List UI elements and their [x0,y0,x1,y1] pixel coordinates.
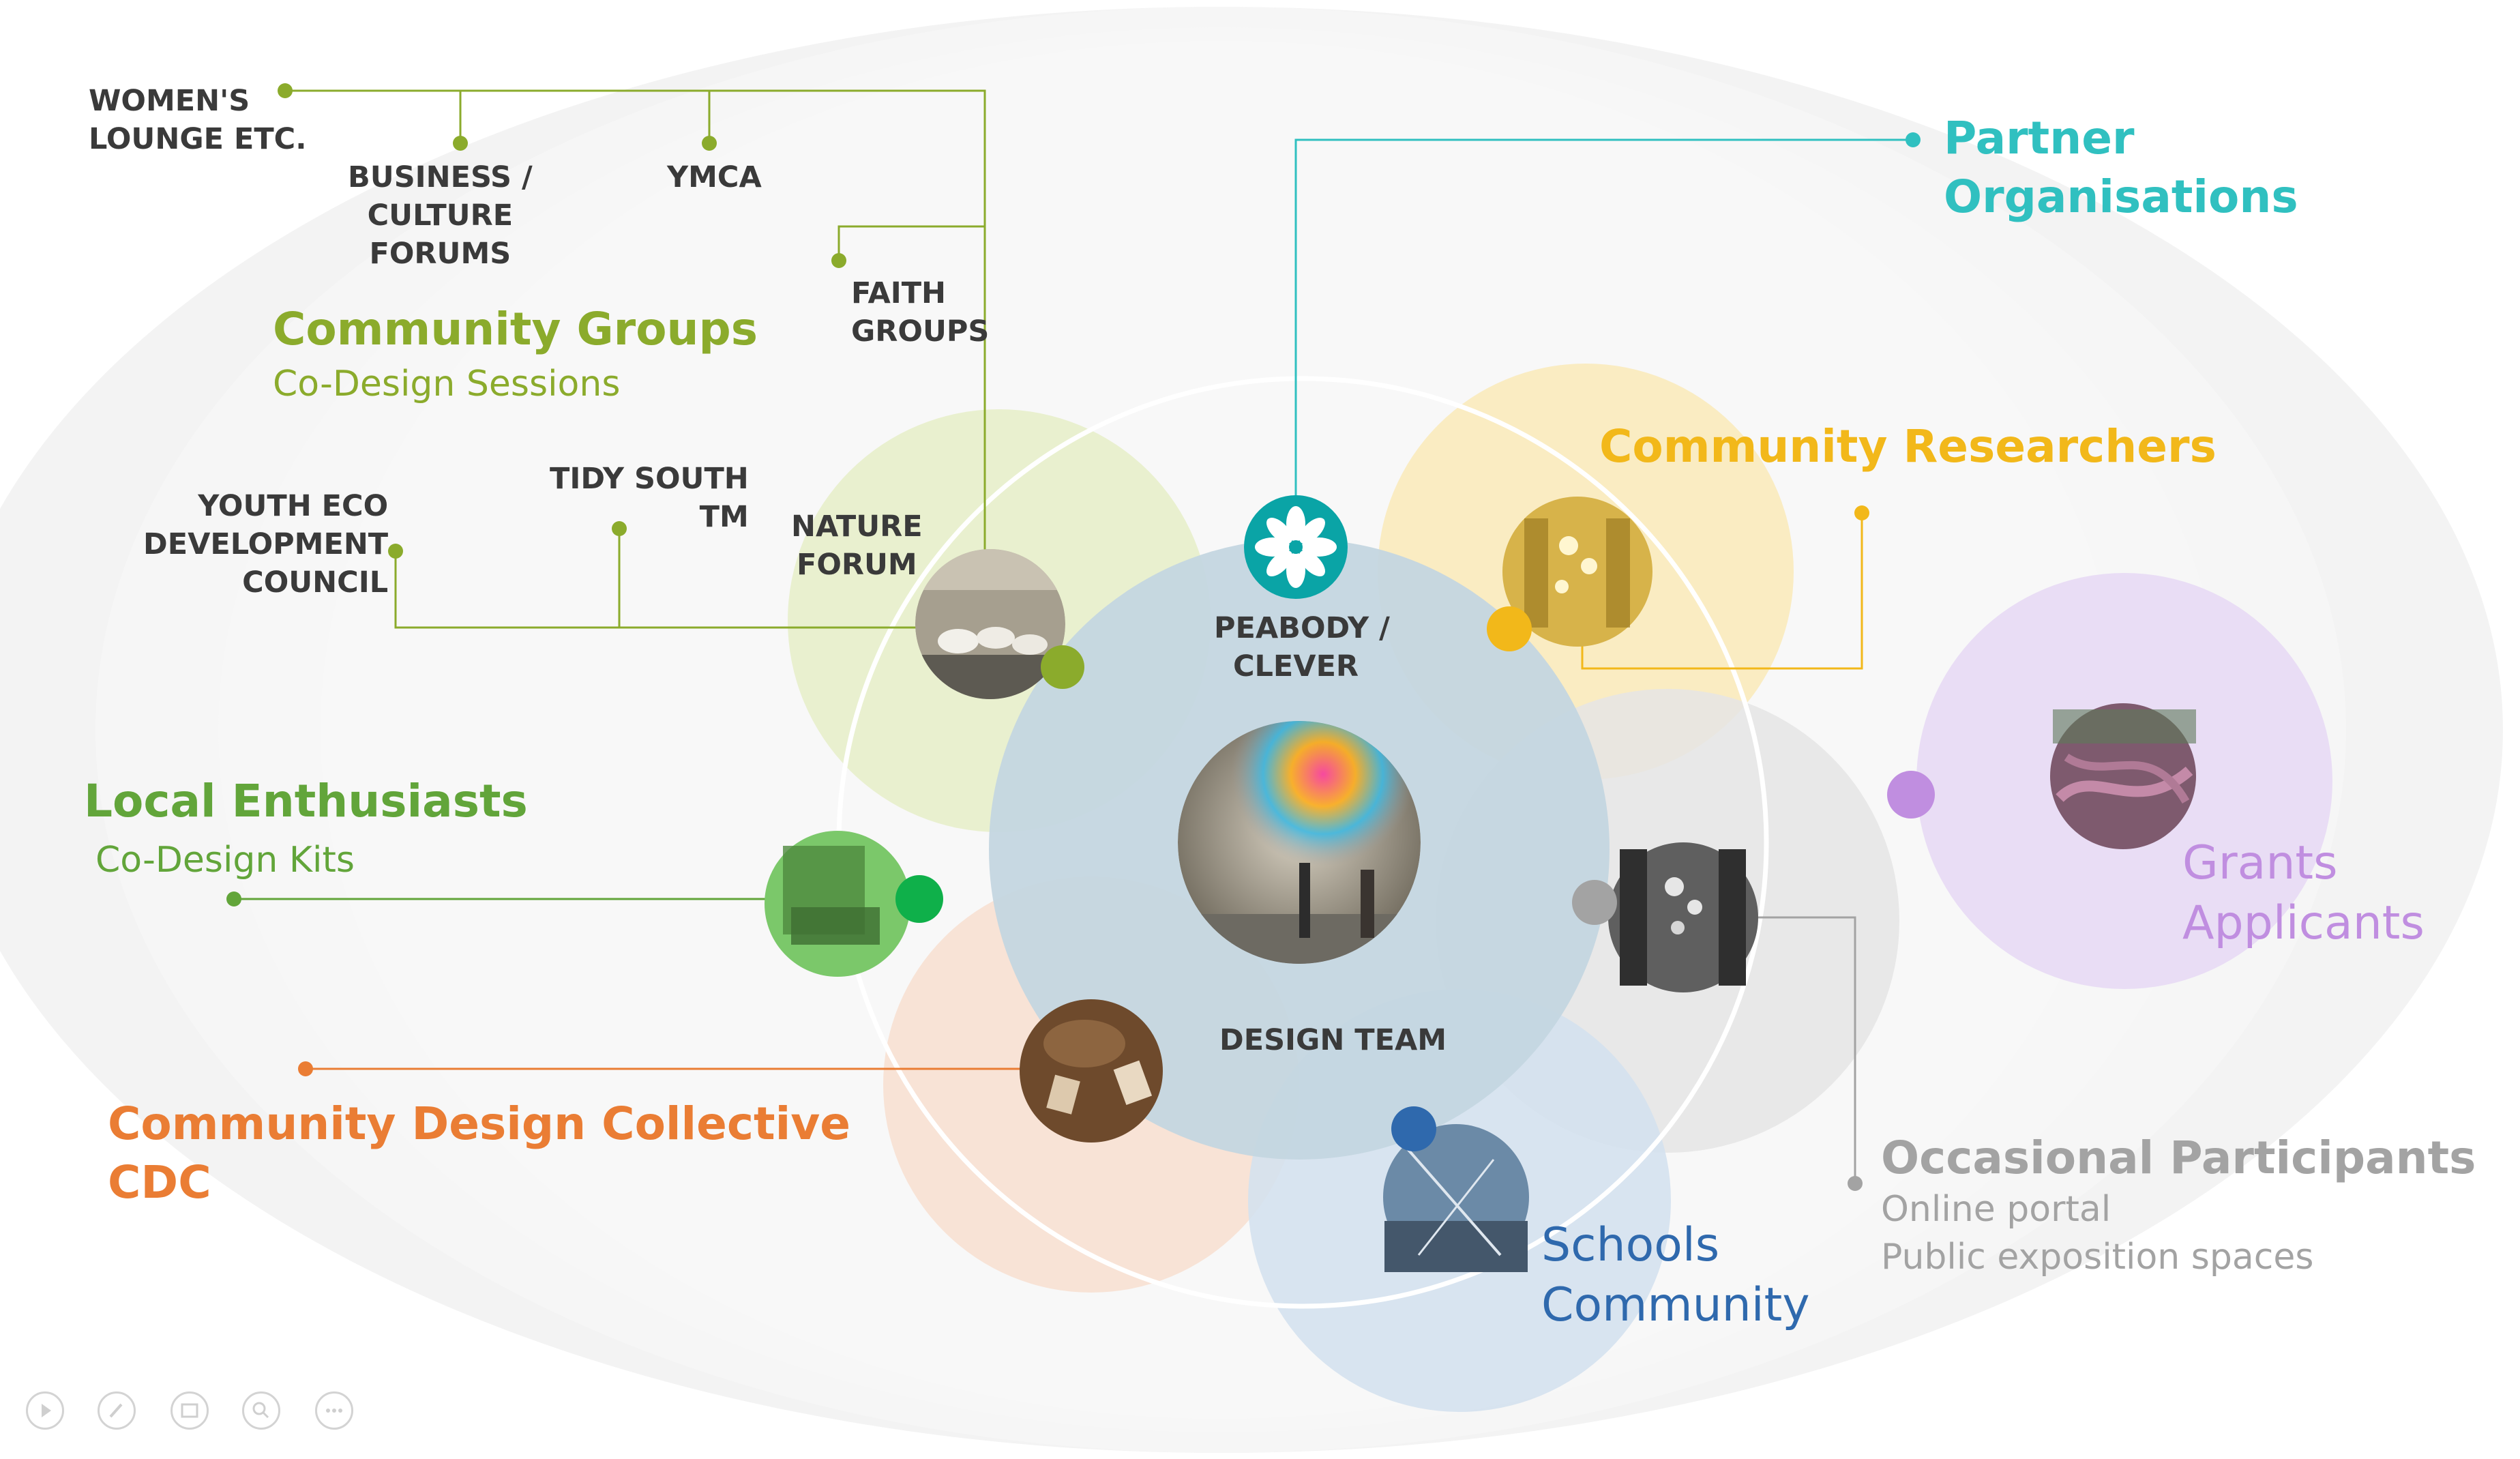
slides-icon[interactable] [171,1391,209,1430]
schools-node [1391,1106,1436,1151]
connector-dots [226,83,1921,1191]
partner-organisations-title: Partner Organisations [1944,112,2298,223]
label-tidy-south: TIDY SOUTH TM [550,462,749,534]
photo-kits [765,831,910,977]
photo-researchers [1502,497,1652,647]
pen-icon[interactable] [98,1391,136,1430]
photo-cdc [1020,999,1163,1143]
grants-node [1887,771,1935,819]
label-youth-eco-council: YOUTH ECO DEVELOPMENT COUNCIL [143,489,389,600]
grants-applicants-title: Grants Applicants [2182,836,2425,950]
community-groups-subtitle: Co-Design Sessions [273,364,621,404]
play-icon[interactable] [26,1391,64,1430]
photo-schools [1383,1124,1529,1272]
community-researchers-node [1487,606,1532,651]
local-enthusiasts-title: Local Enthusiasts [84,775,528,827]
local-enthusiasts-subtitle: Co-Design Kits [95,840,355,881]
occasional-participants-title: Occasional Participants [1881,1132,2476,1184]
peabody-clever-label: PEABODY / CLEVER [1214,611,1390,683]
photo-center [1178,721,1421,964]
photo-grants [2050,703,2196,849]
community-groups-node [1041,645,1084,689]
local-enthusiasts-node [895,875,943,923]
label-business-culture-forums: BUSINESS / CULTURE FORUMS [348,160,533,271]
photo-swans [915,549,1065,699]
occasional-participants-lines: Online portal Public exposition spaces [1881,1189,2314,1278]
occasional-node [1572,880,1617,925]
photo-occasional [1608,842,1758,992]
label-faith-groups: FAITH GROUPS [851,276,990,349]
zoom-icon[interactable] [242,1391,280,1430]
cdc-title: Community Design Collective CDC [108,1097,850,1209]
label-ymca: YMCA [667,160,762,194]
label-nature-forum: NATURE FORUM [791,510,923,582]
schools-community-title: Schools Community [1541,1218,1810,1332]
label-womens-lounge: WOMEN'S LOUNGE ETC. [89,84,307,156]
design-team-label: DESIGN TEAM [1219,1023,1447,1057]
community-researchers-title: Community Researchers [1599,420,2217,473]
community-groups-title: Community Groups [273,303,758,355]
peabody-flower-icon [1244,495,1348,599]
more-icon[interactable] [315,1391,353,1430]
